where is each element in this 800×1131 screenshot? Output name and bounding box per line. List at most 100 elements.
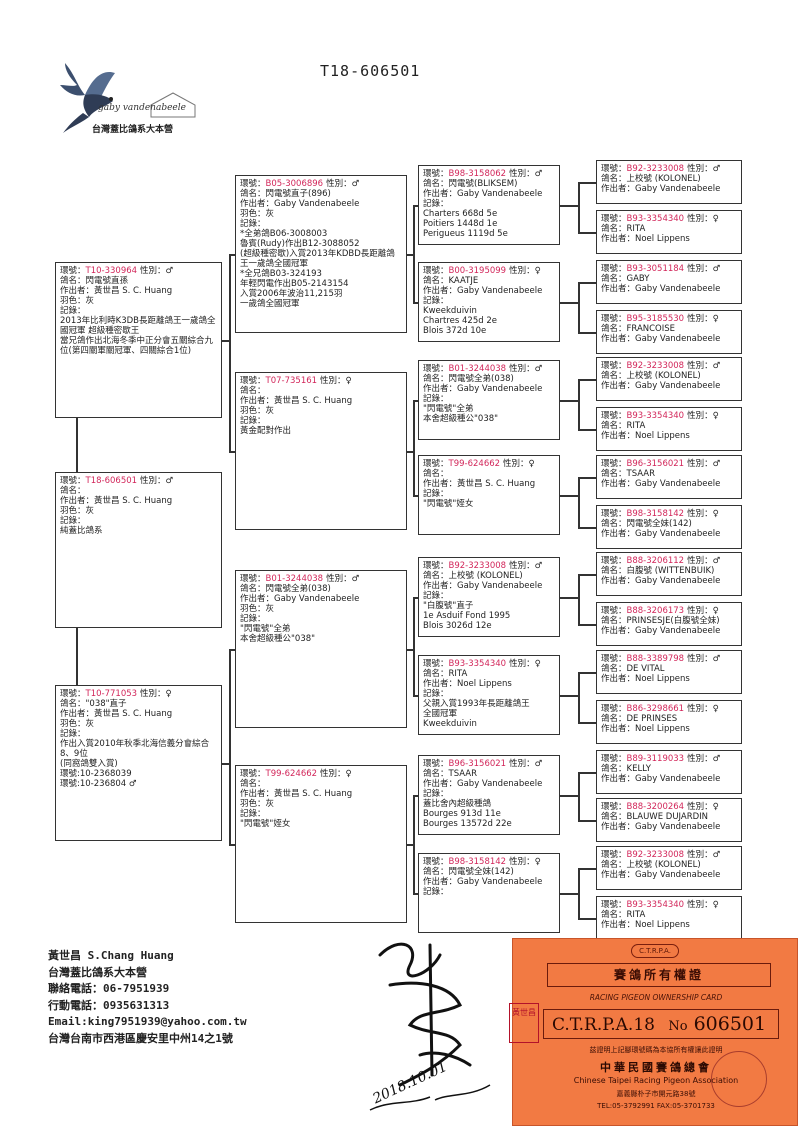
- ring-number: B88-3206112: [626, 556, 685, 566]
- card-line: 作出者：Gaby Vandenabeele: [423, 877, 543, 887]
- card-line: 作出者：黃世昌 S. C. Huang: [240, 396, 353, 406]
- card-line: 作出者：Gaby Vandenabeele: [423, 581, 543, 591]
- card-line: Kweekduivin: [423, 306, 477, 316]
- ring-number: B98-3158142: [448, 857, 507, 867]
- association-seal: [711, 1051, 767, 1107]
- card-line: 作出者：Gaby Vandenabeele: [240, 199, 360, 209]
- connector-line: [407, 844, 413, 846]
- card-line: Perigueus 1119d 5e: [423, 229, 508, 239]
- connector-line: [578, 868, 596, 870]
- card-line: 作出者：Gaby Vandenabeele: [601, 381, 721, 391]
- connector-line: [578, 232, 596, 234]
- card-line: 記錄：: [423, 489, 449, 499]
- connector-line: [578, 332, 596, 334]
- connector-line: [413, 597, 418, 599]
- card-line: 鴿名：BLAUWE DUJARDIN: [601, 812, 709, 822]
- card-line: 作出者：Gaby Vandenabeele: [601, 529, 721, 539]
- connector-line: [229, 649, 231, 844]
- connector-line: [578, 527, 596, 529]
- sex-label: 性別：♀: [687, 314, 719, 324]
- card-line: 作出者：Gaby Vandenabeele: [601, 870, 721, 880]
- sex-label: 性別：♀: [687, 802, 719, 812]
- connector-line: [407, 649, 413, 651]
- connector-line: [578, 282, 580, 332]
- card-line: 鴿名：: [423, 469, 449, 479]
- ring-label: 環號：: [240, 769, 266, 779]
- card-line: Blois 372d 10e: [423, 326, 487, 336]
- ring-number: B00-3195099: [448, 266, 507, 276]
- card-line: "閃電號"姪女: [423, 499, 474, 509]
- connector-line: [578, 182, 580, 232]
- card-line: 鴿名：: [60, 486, 86, 496]
- connector-line: [578, 722, 596, 724]
- card-line: Poitiers 1448d 1e: [423, 219, 498, 229]
- ring-label: 環號：: [601, 654, 627, 664]
- ring-number: B93-3354340: [626, 900, 685, 910]
- card-line: 作出入賞2010年秋季北海信義分會綜合8、9位: [60, 739, 210, 759]
- sex-label: 性別：♀: [140, 689, 172, 699]
- sex-label: 性別：♂: [687, 556, 721, 566]
- connector-line: [407, 451, 413, 453]
- connector-line: [578, 182, 596, 184]
- connector-line: [560, 400, 578, 402]
- connector-line: [560, 695, 578, 697]
- card-line: 鴿名：閃電號全妹(142): [601, 519, 692, 529]
- card-line: 羽色：灰: [60, 719, 95, 729]
- connector-line: [413, 695, 418, 697]
- card-line: 鴿名：KELLY: [601, 764, 651, 774]
- card-line: 年輕閃電作出B05-2143154: [240, 279, 349, 289]
- card-line: 鴿名：DE VITAL: [601, 664, 665, 674]
- card-line: 記錄：: [423, 199, 449, 209]
- ring-number: T18-606501: [85, 476, 138, 486]
- card-line: 記錄：: [240, 219, 266, 229]
- connector-line: [413, 893, 418, 895]
- sex-label: 性別：♂: [687, 164, 721, 174]
- card-line: 鴿名：上校號 (KOLONEL): [423, 571, 523, 581]
- breeder-phone: 聯絡電話：06-7951939: [48, 982, 170, 995]
- card-line: 鴿名：閃電號(BLIKSEM): [423, 179, 518, 189]
- card-line: 記錄：: [423, 789, 449, 799]
- logo-subtitle: 台灣蓋比鴿系大本營: [92, 125, 174, 135]
- ring-label: 環號：: [240, 574, 266, 584]
- ring-label: 環號：: [60, 266, 86, 276]
- card-line: (超級種密歇)入賞2013年KDBD長距離鴿王一歲鴿全國冠軍: [240, 249, 395, 269]
- certificate-title-en: RACING PIGEON OWNERSHIP CARD: [589, 993, 723, 1002]
- breeder-email: Email:king7951939@yahoo.com.tw: [48, 1015, 247, 1028]
- card-line: 記錄：: [423, 394, 449, 404]
- ring-label: 環號：: [601, 361, 627, 371]
- connector-line: [407, 254, 413, 256]
- sex-label: 性別：♂: [509, 364, 543, 374]
- connector-line: [578, 624, 596, 626]
- connector-line: [222, 763, 229, 765]
- certificate-prefix: C.T.R.P.A.18: [552, 1015, 655, 1035]
- card-line: Blois 3026d 12e: [423, 621, 492, 631]
- card-line: 作出者：Gaby Vandenabeele: [601, 626, 721, 636]
- ring-label: 環號：: [423, 459, 449, 469]
- ring-label: 環號：: [601, 850, 627, 860]
- card-line: 全國冠軍: [423, 709, 458, 719]
- connector-line: [229, 451, 235, 453]
- card-line: "閃電號"全弟: [240, 624, 291, 634]
- card-line: 鴿名：FRANCOISE: [601, 324, 676, 334]
- card-line: "閃電號"姪女: [240, 819, 291, 829]
- connector-line: [413, 795, 415, 893]
- ring-label: 環號：: [423, 169, 449, 179]
